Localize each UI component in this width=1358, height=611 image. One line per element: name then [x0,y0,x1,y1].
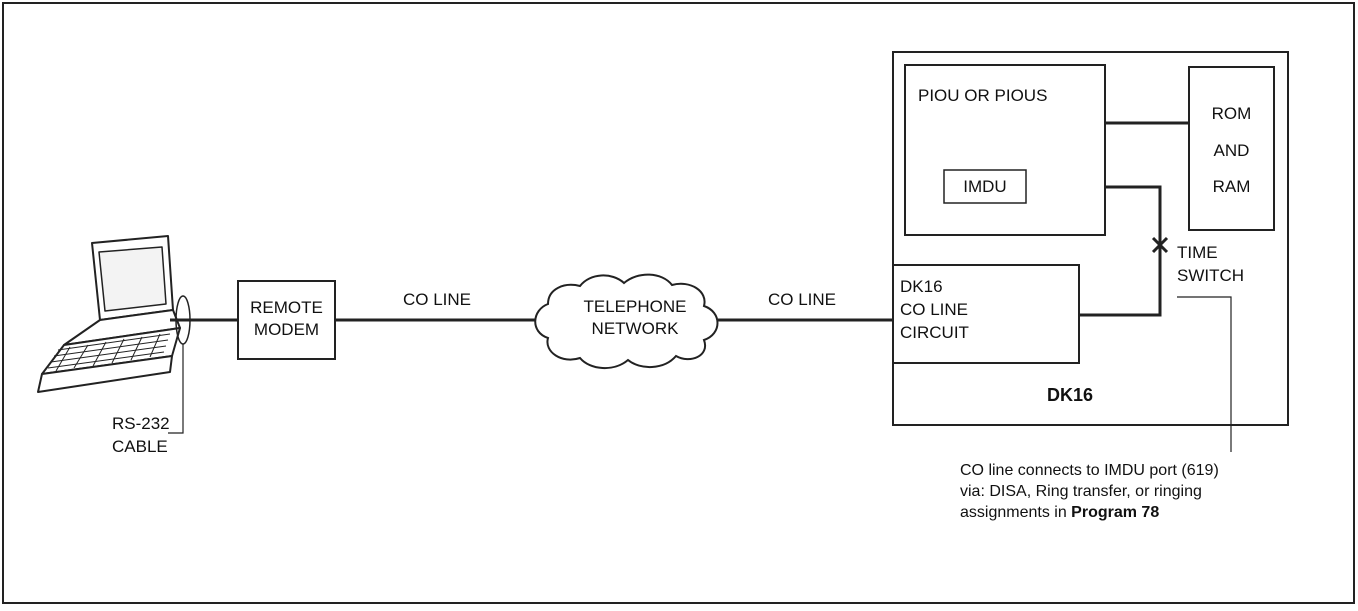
modem-label-line1: REMOTE [250,298,323,317]
laptop-icon [37,235,181,393]
dk16-title: DK16 [1046,385,1094,405]
note-line3: assignments in Program 78 [960,502,1159,523]
network-label-line1: TELEPHONE [583,297,687,316]
modem-label-line2: MODEM [253,320,320,339]
cable-label-line1: RS-232 [112,414,170,433]
time-switch-label-line1: TIME [1177,243,1218,262]
imdu-time-switch-link [1079,185,1162,317]
network-label-line2: NETWORK [591,319,679,338]
co-circuit-label-line2: CO LINE [900,300,969,319]
co-circuit-label-line3: CIRCUIT [900,323,969,342]
piou-box [904,64,1106,236]
note-line2: via: DISA, Ring transfer, or ringing [960,483,1202,500]
remote-modem-box [237,280,336,360]
time-switch-label-line2: SWITCH [1177,266,1245,285]
co-line-right-label: CO LINE [768,290,837,309]
piou-label: PIOU OR PIOUS [918,86,1048,105]
telephone-network-cloud [534,273,719,369]
memory-label-line1: ROM [1211,104,1252,123]
note-program-ref: Program 78 [1071,504,1160,521]
cable-label-line2: CABLE [112,437,168,456]
note-leader [1177,296,1232,452]
co-circuit-label-line1: DK16 [900,277,943,296]
co-line-left-label: CO LINE [403,290,472,309]
memory-label-line3: RAM [1212,177,1251,196]
imdu-label: IMDU [963,177,1007,196]
cable-leader [168,344,184,434]
note-line3-prefix: assignments in [960,504,1072,521]
rom-ram-box [1188,66,1275,231]
imdu-box [943,169,1027,204]
time-switch-marker [1151,236,1169,254]
note-line1: CO line connects to IMDU port (619) [960,462,1219,479]
memory-label-line2: AND [1213,141,1250,160]
co-line-circuit-box [892,264,1080,364]
